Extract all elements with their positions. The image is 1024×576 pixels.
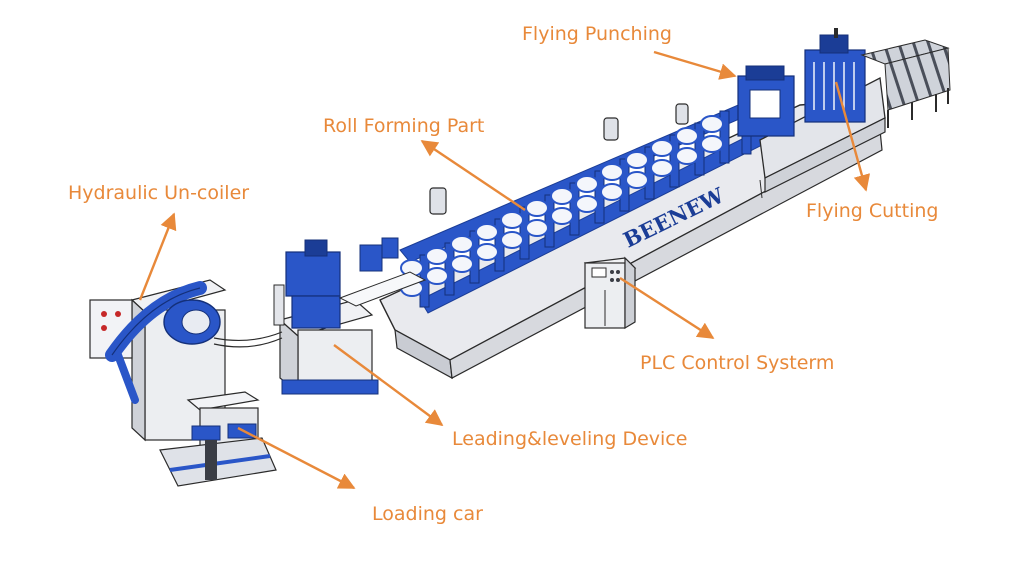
label-plc-control-system: PLC Control Systerm <box>640 352 835 374</box>
arrow-plc-control <box>619 276 715 340</box>
roll-forming-base <box>379 99 883 380</box>
plc-cabinet <box>583 256 637 330</box>
label-leading-leveling-device: Leading&leveling Device <box>452 428 688 450</box>
flying-punch-and-cut-section <box>737 28 886 193</box>
run-out-table <box>860 39 951 128</box>
arrow-flying-cutting <box>834 81 871 192</box>
loading-car <box>159 391 277 487</box>
callout-arrows <box>138 50 871 490</box>
arrow-loading-car <box>237 426 356 490</box>
label-flying-cutting: Flying Cutting <box>806 200 939 222</box>
label-roll-forming-part: Roll Forming Part <box>323 115 485 137</box>
arrow-roll-forming <box>420 140 526 211</box>
label-loading-car: Loading car <box>372 503 483 525</box>
leading-leveling-device <box>273 239 427 395</box>
label-flying-punching: Flying Punching <box>522 23 672 45</box>
arrow-leading-leveling <box>333 344 444 426</box>
arrow-hydraulic-uncoiler <box>138 212 177 301</box>
hydraulic-uncoiler <box>89 279 283 442</box>
arrow-flying-punching <box>653 50 737 80</box>
label-hydraulic-uncoiler: Hydraulic Un-coiler <box>68 182 250 204</box>
